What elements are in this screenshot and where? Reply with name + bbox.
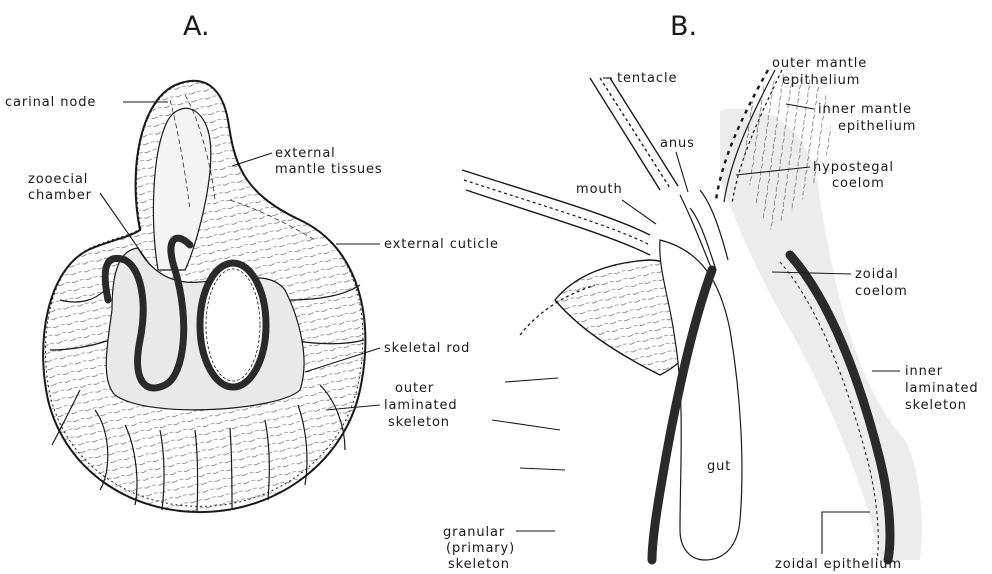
label-outer-mantle-2: epithelium bbox=[782, 73, 860, 88]
label-tentacle: tentacle bbox=[617, 71, 677, 86]
tentacle bbox=[590, 78, 678, 190]
panel-b: B. bbox=[443, 11, 979, 572]
skeletal-rod-oval bbox=[200, 263, 266, 387]
label-outer-mantle-1: outer mantle bbox=[772, 56, 867, 71]
label-granular-2: (primary) bbox=[446, 541, 515, 556]
label-zoidal-coelom-1: zoidal bbox=[855, 267, 899, 282]
label-inner-mantle-1: inner mantle bbox=[818, 102, 912, 117]
label-anus: anus bbox=[660, 136, 695, 151]
label-zoidal-coelom-2: coelom bbox=[855, 284, 908, 299]
gut bbox=[660, 240, 742, 560]
label-outer-laminated-3: skeleton bbox=[388, 415, 450, 430]
label-skeletal-rod: skeletal rod bbox=[384, 341, 470, 356]
label-outer-laminated-1: outer bbox=[395, 381, 434, 396]
label-inner-mantle-2: epithelium bbox=[838, 119, 916, 134]
label-zoidal-epithelium: zoidal epithelium bbox=[775, 557, 902, 572]
label-zooecial-1: zooecial bbox=[28, 172, 88, 187]
label-external-mantle-2: mantle tissues bbox=[275, 162, 383, 177]
label-external-cuticle: external cuticle bbox=[384, 237, 499, 252]
panel-b-title: B. bbox=[670, 11, 697, 42]
label-external-mantle-1: external bbox=[275, 146, 336, 161]
panel-a-title: A. bbox=[183, 11, 210, 42]
label-carinal-node: carinal node bbox=[5, 95, 96, 110]
label-gut: gut bbox=[707, 459, 731, 474]
label-inner-laminated-1: inner bbox=[905, 364, 943, 379]
label-inner-laminated-2: laminated bbox=[905, 381, 979, 396]
label-zooecial-2: chamber bbox=[28, 188, 92, 203]
label-hypostegal-2: coelom bbox=[832, 176, 885, 191]
label-granular-1: granular bbox=[443, 525, 505, 540]
label-outer-laminated-2: laminated bbox=[384, 398, 458, 413]
label-mouth: mouth bbox=[576, 182, 623, 197]
label-hypostegal-1: hypostegal bbox=[813, 160, 894, 175]
label-granular-3: skeleton bbox=[448, 557, 510, 572]
panel-a: A. bbox=[5, 11, 499, 512]
label-inner-laminated-3: skeleton bbox=[905, 398, 967, 413]
